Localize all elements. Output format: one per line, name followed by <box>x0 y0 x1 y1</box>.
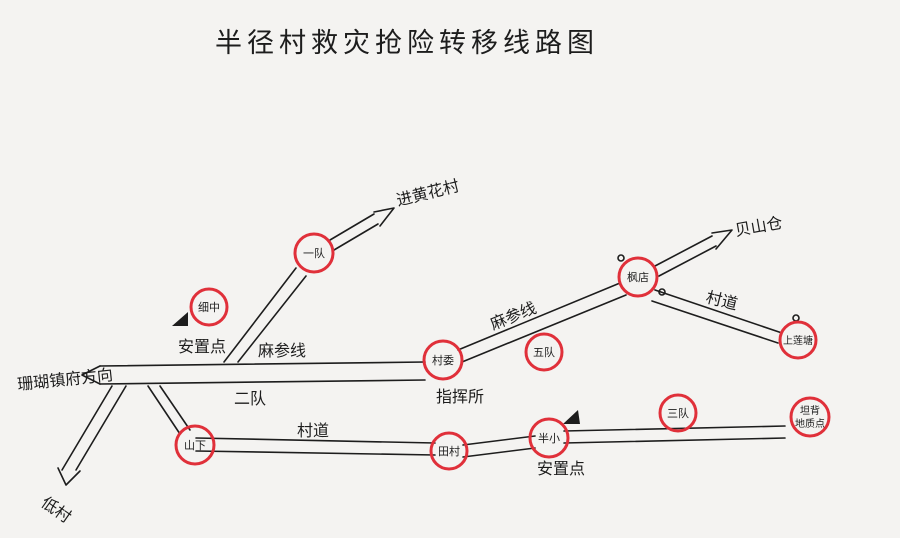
label-safe-point-left: 安置点 <box>178 337 226 356</box>
label-masan-upper: 麻参线 <box>487 298 539 334</box>
svg-text:田村: 田村 <box>438 444 460 458</box>
node-banxiao: 半小 <box>528 417 570 459</box>
road-to-east <box>654 235 717 277</box>
svg-text:半小: 半小 <box>538 431 560 445</box>
svg-text:村委: 村委 <box>432 353 454 367</box>
road-branch-shanxia <box>147 385 191 435</box>
junction-marker <box>658 288 666 296</box>
node-shanglian: 上莲塘 <box>778 320 818 360</box>
svg-text:一队: 一队 <box>303 246 325 260</box>
svg-text:上莲塘: 上莲塘 <box>783 334 813 347</box>
map-title: 半径村救灾抢险转移线路图 <box>215 28 599 59</box>
road-to-north <box>223 213 379 363</box>
svg-text:山下: 山下 <box>184 439 206 452</box>
svg-text:三队: 三队 <box>667 406 689 420</box>
label-command-post: 指挥所 <box>436 387 484 406</box>
svg-text:五队: 五队 <box>533 345 555 359</box>
junction-marker <box>617 254 625 262</box>
svg-text:细中: 细中 <box>198 301 220 314</box>
safe-point-flag-icon <box>172 312 188 326</box>
road-to-villages <box>61 385 127 471</box>
node-team3: 三队 <box>658 393 698 433</box>
label-to-north: 进黄花村 <box>394 176 461 210</box>
svg-text:坦背: 坦背 <box>800 404 820 417</box>
road-masan-upper <box>457 282 627 363</box>
arrow-to-north-icon <box>373 207 395 227</box>
road-village-lower <box>195 425 786 458</box>
node-tiancun: 田村 <box>429 431 469 471</box>
label-to-villages: 低村 <box>38 493 75 527</box>
label-village-road-lower: 村道 <box>297 421 329 440</box>
safe-point-flag-icon <box>563 410 580 424</box>
label-safe-point-right: 安置点 <box>537 459 585 478</box>
label-masan-main: 麻参线 <box>258 341 306 360</box>
node-village-mid: 细中 <box>189 287 229 327</box>
node-team5: 五队 <box>524 332 564 372</box>
node-fengdian: 枫店 <box>617 256 659 298</box>
label-village-road-right: 村道 <box>704 287 740 313</box>
road-masan-main <box>99 361 426 385</box>
arrow-to-east-icon <box>711 229 733 250</box>
tanbei-detail-label: 地质点 <box>795 417 825 430</box>
label-to-east: 贝山仓 <box>733 213 784 240</box>
node-team1: 一队 <box>293 232 335 274</box>
label-team2: 二队 <box>234 389 266 408</box>
label-to-town: 珊瑚镇府方向 <box>16 365 113 394</box>
arrow-to-villages-icon <box>57 467 81 486</box>
arrow-to-town-icon <box>81 365 101 385</box>
node-shanxia: 山下 <box>174 424 216 466</box>
svg-text:枫店: 枫店 <box>627 270 649 284</box>
junction-marker <box>792 314 800 322</box>
node-committee: 村委 <box>422 339 464 381</box>
node-tanbei: 坦背 地质点 <box>789 396 831 438</box>
road-village-right <box>651 289 783 344</box>
